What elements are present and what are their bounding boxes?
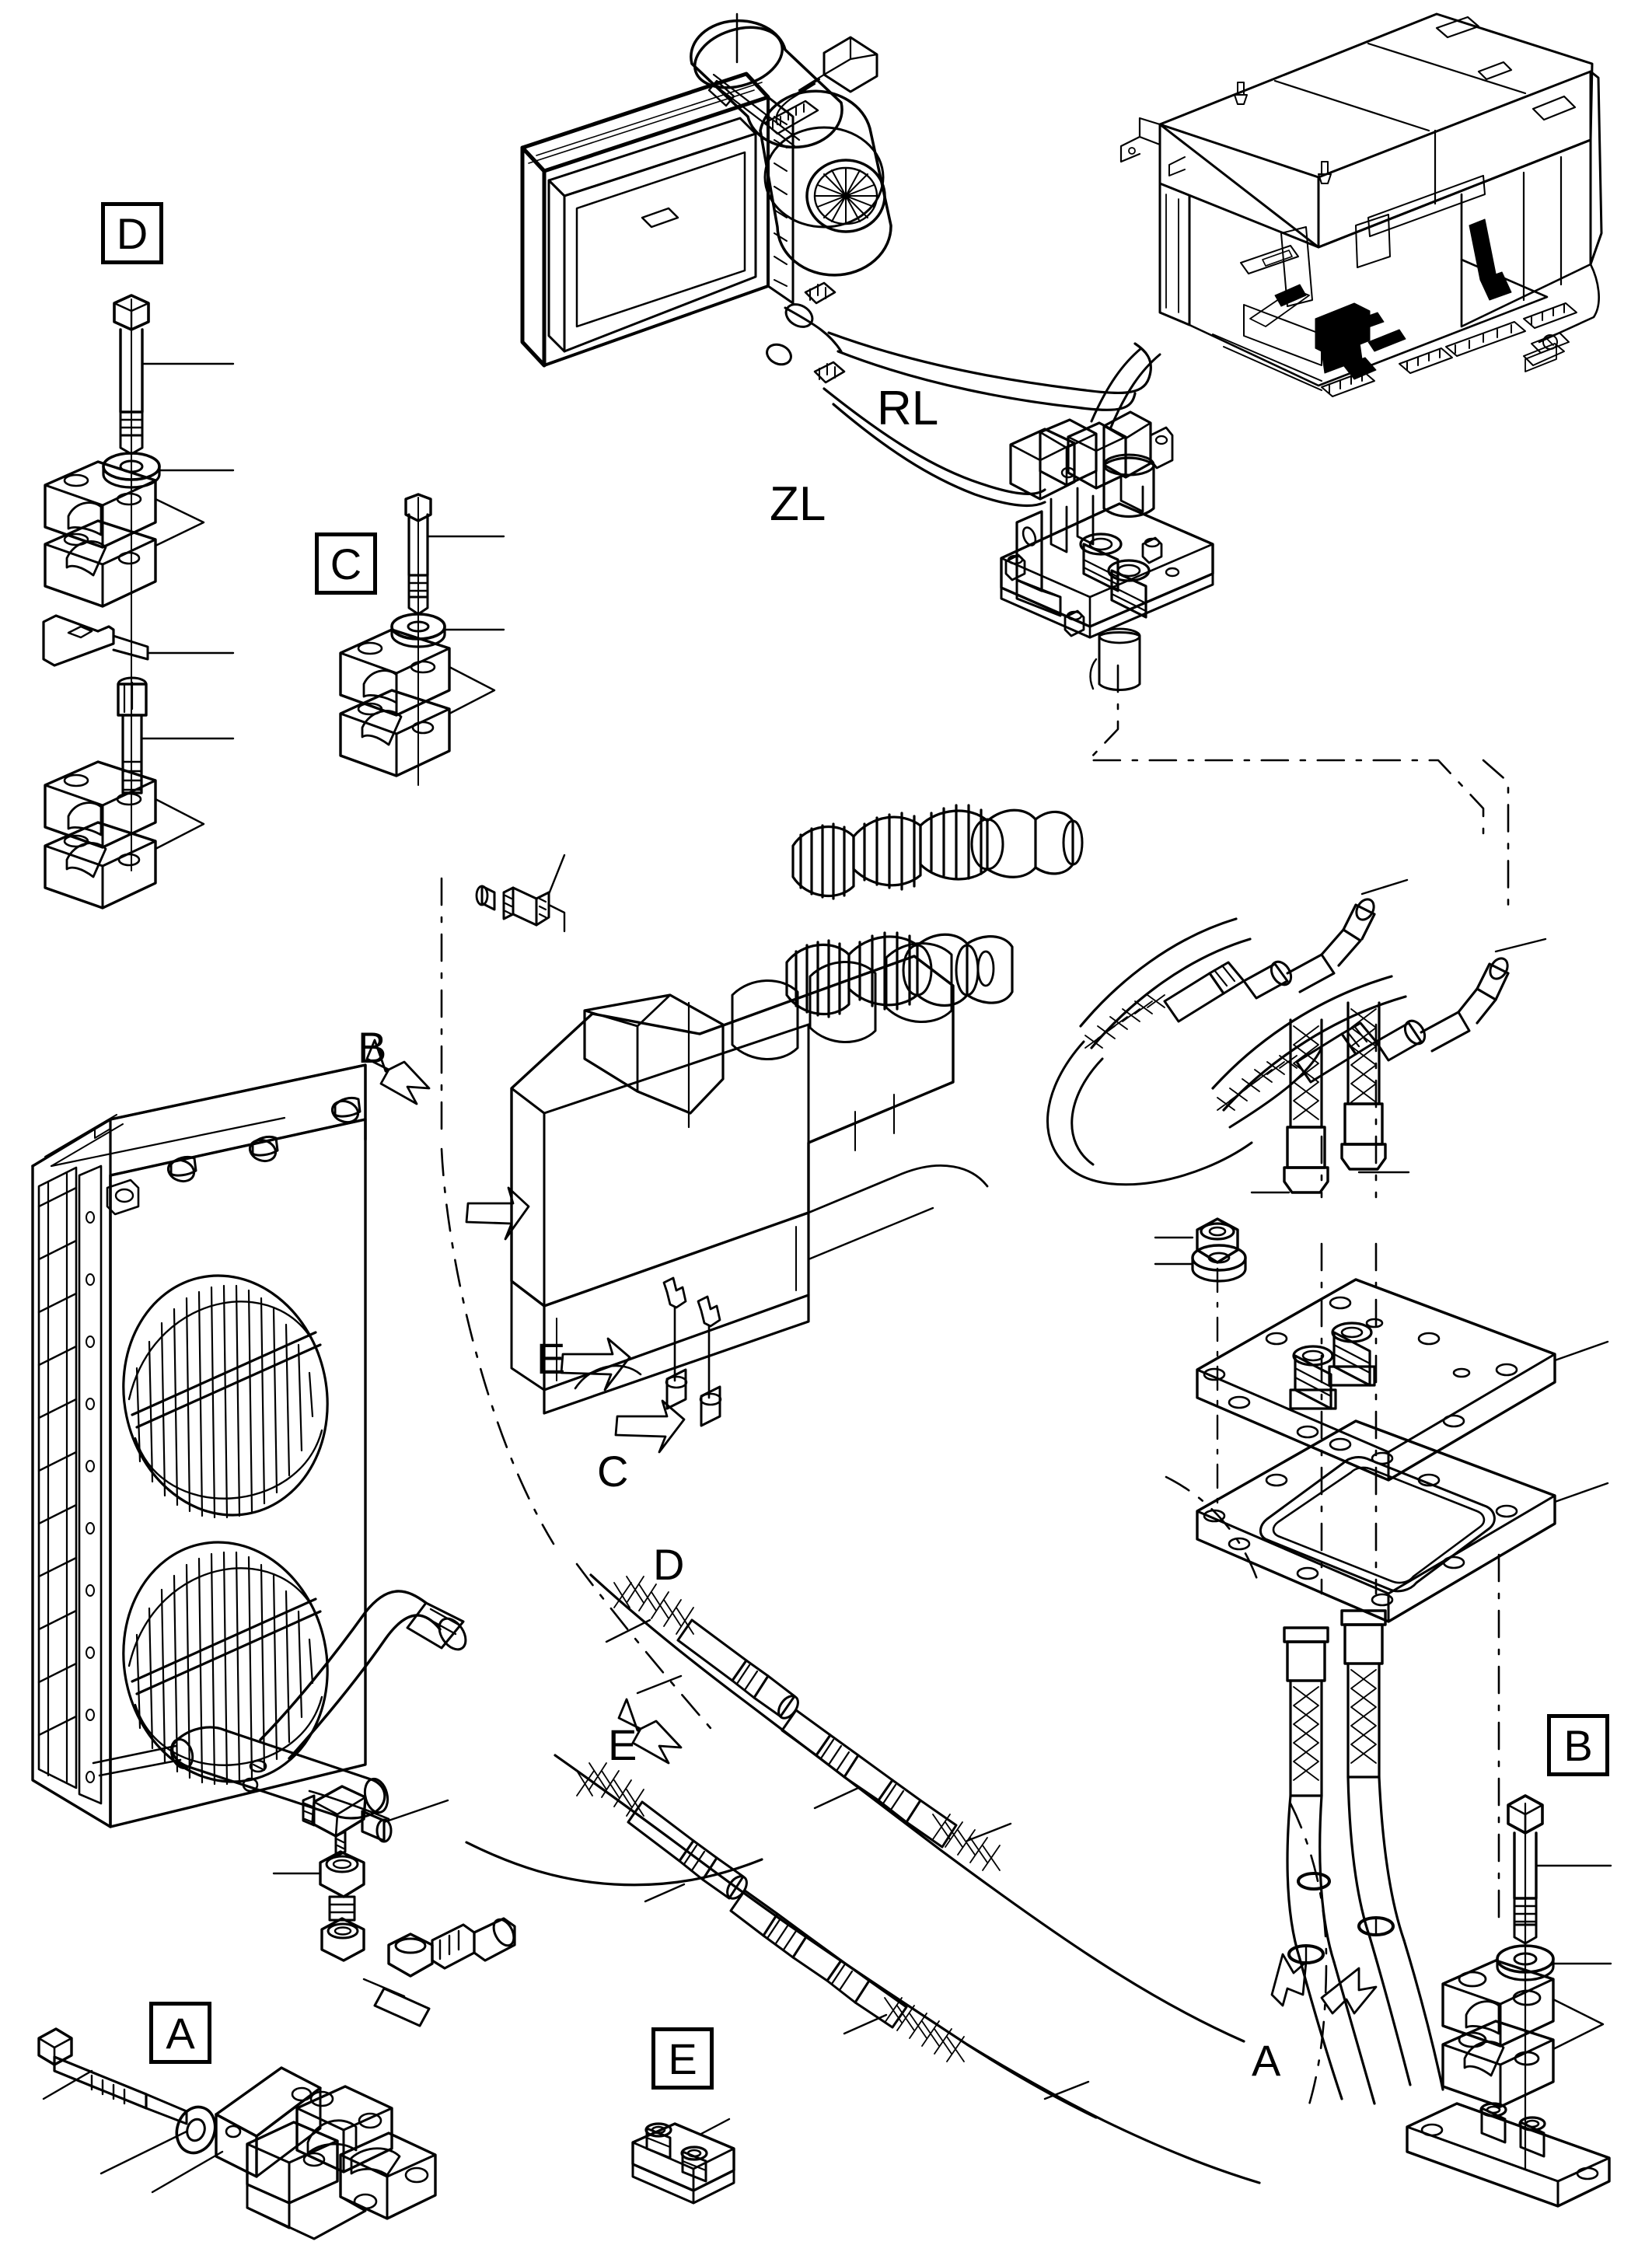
- engine-intake-hoses-lower: [785, 931, 1014, 1018]
- bulkhead-plate: [1154, 1001, 1609, 1623]
- callout-label-c: C: [597, 1447, 629, 1496]
- clamp-assembly-c: [339, 493, 505, 786]
- port-label-zl: ZL: [770, 477, 826, 531]
- evaporator-blower-unit: [520, 12, 892, 384]
- callout-arrows: [365, 1039, 1378, 2015]
- upper-right-hoses: [1046, 878, 1547, 1186]
- hose-rl: [827, 331, 1152, 412]
- callout-label-e-upper: E: [536, 1334, 566, 1383]
- callout-label-e-lower: E: [608, 1720, 637, 1769]
- tee-fitting: [272, 1785, 516, 2027]
- box-label-d: D: [101, 202, 163, 264]
- refrigerant-hoses: [465, 1573, 1261, 2184]
- callout-label-b: B: [358, 1023, 387, 1072]
- engine-underside-fittings: [662, 1276, 722, 1427]
- box-label-a: A: [149, 2002, 211, 2064]
- clamp-assembly-d: [42, 294, 235, 910]
- port-label-rl: RL: [877, 382, 939, 435]
- callout-label-d: D: [653, 1540, 685, 1589]
- valve-manifold: [1000, 347, 1214, 691]
- engine-intake-hoses: [791, 804, 1084, 900]
- radiator-condenser: [31, 1063, 367, 1828]
- radiator-outlet-hoses: [92, 1590, 516, 2027]
- callout-label-a: A: [1252, 2036, 1281, 2085]
- lower-right-hoses: [1283, 1609, 1444, 2105]
- hose-braid-3: [613, 1576, 694, 1635]
- box-label-e: E: [651, 2027, 714, 2090]
- clamp-assembly-b: [1406, 1794, 1612, 2208]
- spacer-plate-e: [631, 2118, 735, 2205]
- box-label-c: C: [315, 532, 377, 595]
- hose-braid-5: [576, 1762, 644, 1817]
- fan-grille-lower: [122, 1541, 329, 1786]
- clamp-assembly-a: [37, 2027, 437, 2240]
- hose-braid-6: [884, 1997, 965, 2062]
- cab-canopy-assembly: [1119, 12, 1603, 397]
- installation-centerlines: [440, 664, 1510, 2116]
- hose-zl: [823, 387, 1046, 508]
- fan-grille-upper: [122, 1274, 329, 1519]
- hose-braid-4: [932, 1814, 1001, 1871]
- hose-braid-2: [1217, 1055, 1298, 1111]
- box-label-b: B: [1547, 1714, 1609, 1776]
- engine-sensor-ports: [475, 854, 566, 933]
- hose-braid-1: [1084, 994, 1165, 1049]
- engine-block: [475, 804, 1084, 1427]
